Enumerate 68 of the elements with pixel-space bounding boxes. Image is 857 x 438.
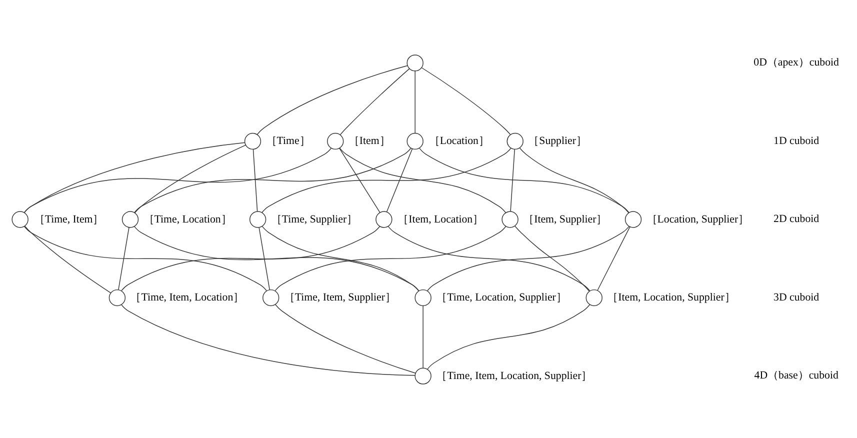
node-label: ［Time, Location］ (143, 212, 232, 225)
connector (386, 148, 413, 212)
connector (121, 226, 380, 291)
node-label: ［Item］ (348, 134, 390, 147)
connector (24, 147, 332, 212)
node-circle (108, 288, 126, 306)
connector (256, 64, 408, 134)
label: 1D cuboid (774, 134, 820, 146)
connector (262, 225, 420, 291)
node-circle (406, 54, 424, 71)
node-label: ［Time, Item, Supplier］ (284, 291, 396, 304)
node-circle (376, 210, 392, 228)
connector (134, 144, 246, 213)
node-circle (327, 132, 344, 150)
node-circle (244, 132, 262, 150)
connector (339, 147, 506, 212)
connector (24, 225, 112, 293)
connector (419, 147, 630, 212)
connector (514, 225, 590, 291)
connector (252, 148, 258, 212)
connector (597, 226, 630, 290)
node-label: ［Time, Location, Supplier］ (436, 291, 567, 304)
node-label: ［Item, Location, Supplier］ (607, 291, 736, 304)
connector (24, 226, 267, 291)
connector (118, 226, 130, 290)
connector (414, 70, 416, 133)
connector (338, 147, 380, 212)
node-label: ［Time, Supplier］ (270, 212, 358, 225)
node-circle (122, 210, 139, 228)
connector (421, 66, 511, 134)
label: 4D（base）cuboid (754, 369, 838, 382)
connector (134, 147, 412, 212)
node-label: ［Time, Item, Location］ (130, 291, 244, 304)
node-label: ［Item, Supplier］ (523, 212, 608, 225)
connector (134, 226, 420, 291)
node-label: ［Time, Item, Location, Supplier］ (436, 369, 592, 382)
node-circle (262, 288, 280, 306)
label: 0D（apex）cuboid (754, 56, 839, 68)
connector (510, 148, 515, 212)
node-label: ［Location］ (428, 134, 490, 147)
connector (262, 147, 512, 212)
node-circle (586, 288, 602, 306)
connector (274, 304, 416, 373)
node-circle (249, 210, 266, 228)
node-circle (406, 132, 424, 150)
node-label: ［Time, Item］ (34, 212, 104, 225)
node-circle (502, 210, 518, 228)
node-circle (414, 367, 432, 384)
connector (426, 226, 630, 291)
connector (427, 304, 590, 370)
node-circle (624, 210, 642, 228)
node-circle (12, 210, 28, 228)
connector (388, 226, 590, 291)
connector (258, 226, 270, 290)
connector (121, 304, 416, 376)
node-label: ［Supplier］ (528, 134, 587, 147)
node-label: ［Location, Supplier］ (646, 212, 750, 225)
connector (340, 68, 410, 134)
connector (519, 147, 630, 213)
node-label: ［Time］ (266, 134, 310, 147)
label: 3D cuboid (774, 290, 820, 303)
label: 2D cuboid (774, 212, 820, 225)
connector (24, 142, 246, 212)
connector (274, 226, 506, 291)
node-label: ［Item, Location］ (398, 212, 484, 225)
node-circle (506, 132, 524, 150)
connector (422, 305, 424, 368)
node-circle (414, 288, 432, 306)
